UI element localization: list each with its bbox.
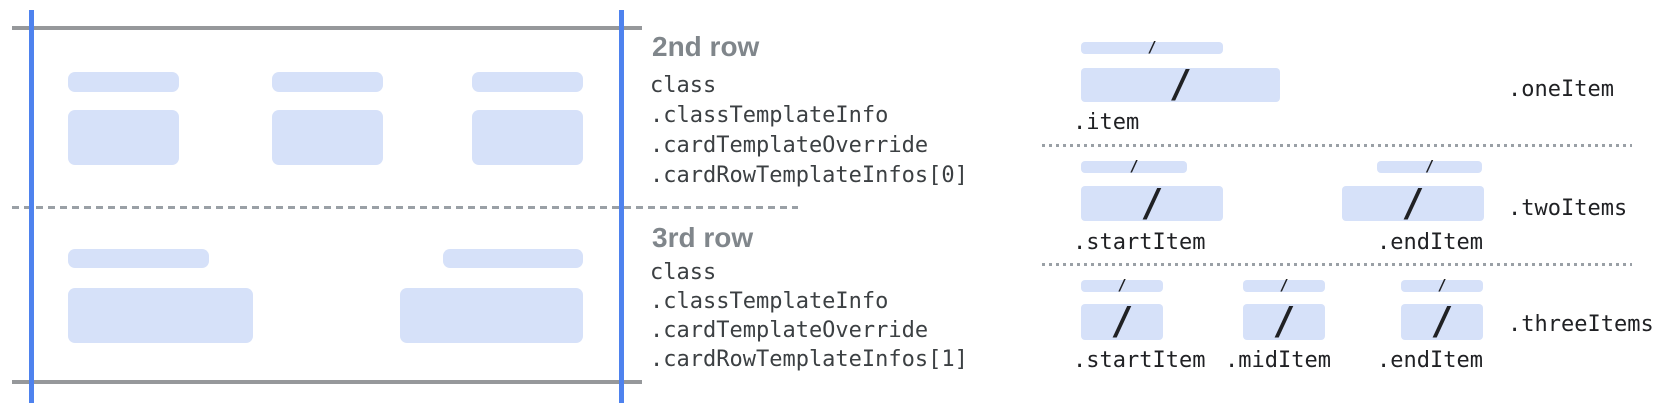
code-path-line: .classTemplateInfo xyxy=(650,289,889,314)
item-title-bar: / xyxy=(1377,156,1482,175)
value-placeholder-bar xyxy=(68,288,253,343)
item-title-bar: / xyxy=(1243,275,1325,294)
item-value-bar: / xyxy=(1401,299,1483,343)
item-title-bar: / xyxy=(1081,275,1163,294)
item-value-bar: / xyxy=(1342,180,1484,225)
row-divider-dashed-line xyxy=(12,206,798,209)
item-title-bar: / xyxy=(1081,156,1187,175)
item-title-bar: / xyxy=(1081,37,1223,56)
item-title-bar: / xyxy=(1401,275,1483,294)
card-bottom-border-line xyxy=(12,380,642,384)
card-right-margin-line xyxy=(619,10,624,403)
slash-icon: / xyxy=(1129,156,1139,175)
card-top-border-line xyxy=(12,26,642,30)
item-value-bar: / xyxy=(1243,299,1325,343)
item-field-label: .endItem xyxy=(1377,230,1483,255)
third-row-code-path: class .classTemplateInfo .cardTemplateOv… xyxy=(650,258,968,374)
second-row-code-path: class .classTemplateInfo .cardTemplateOv… xyxy=(650,71,968,191)
template-separator-line xyxy=(1042,263,1632,266)
card-left-margin-line xyxy=(29,10,34,403)
label-placeholder-bar xyxy=(443,249,583,268)
item-value-bar: / xyxy=(1081,180,1223,225)
code-path-line: class xyxy=(650,260,717,285)
code-path-line: .cardTemplateOverride xyxy=(650,133,929,158)
code-path-line: .cardTemplateOverride xyxy=(650,318,929,343)
code-path-line: .classTemplateInfo xyxy=(650,103,889,128)
value-placeholder-bar xyxy=(272,110,383,165)
third-row-heading: 3rd row xyxy=(652,222,754,253)
slash-icon: / xyxy=(1430,299,1454,343)
slash-icon: / xyxy=(1272,299,1296,343)
template-separator-line xyxy=(1042,144,1632,147)
slash-icon: / xyxy=(1437,275,1447,294)
item-value-bar: / xyxy=(1081,299,1163,343)
item-field-label: .startItem xyxy=(1073,230,1206,255)
slash-icon: / xyxy=(1110,299,1134,343)
slash-icon: / xyxy=(1279,275,1289,294)
label-placeholder-bar xyxy=(68,72,179,92)
template-name-label: .threeItems xyxy=(1508,312,1654,337)
item-field-label: .item xyxy=(1073,110,1140,135)
slash-icon: / xyxy=(1117,275,1127,294)
value-placeholder-bar xyxy=(472,110,583,165)
label-placeholder-bar xyxy=(472,72,583,92)
code-path-line: .cardRowTemplateInfos[0] xyxy=(650,163,968,188)
item-field-label: .endItem xyxy=(1377,348,1483,373)
slash-icon: / xyxy=(1140,180,1164,225)
slash-icon: / xyxy=(1169,62,1192,106)
template-name-label: .oneItem xyxy=(1508,77,1614,102)
value-placeholder-bar xyxy=(68,110,179,165)
label-placeholder-bar xyxy=(272,72,383,92)
code-path-line: .cardRowTemplateInfos[1] xyxy=(650,347,968,372)
item-field-label: .startItem xyxy=(1073,348,1206,373)
second-row-heading: 2nd row xyxy=(652,31,760,62)
item-value-bar: / xyxy=(1081,62,1280,106)
slash-icon: / xyxy=(1401,180,1425,225)
value-placeholder-bar xyxy=(400,288,583,343)
label-placeholder-bar xyxy=(68,249,209,268)
slash-icon: / xyxy=(1147,37,1157,56)
template-name-label: .twoItems xyxy=(1508,196,1628,221)
slash-icon: / xyxy=(1424,156,1435,175)
item-field-label: .midItem xyxy=(1225,348,1331,373)
code-path-line: class xyxy=(650,73,717,98)
